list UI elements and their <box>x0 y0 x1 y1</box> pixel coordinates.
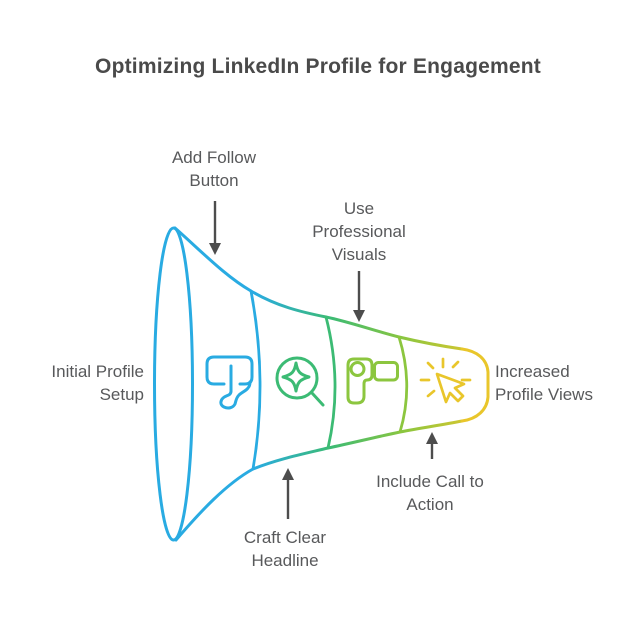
funnel-divider-1 <box>249 289 262 471</box>
label-increased-profile-views: Increased Profile Views <box>495 362 593 404</box>
label-include-call-to-action: Include Call to Action <box>376 472 484 514</box>
funnel-mouth-ellipse <box>153 226 194 542</box>
tap-icon <box>205 355 254 410</box>
funnel-bottom-edge <box>174 419 464 542</box>
funnel-divider-3 <box>397 335 409 434</box>
video-camera-icon <box>346 357 399 405</box>
label-use-professional-visuals: Use Professional Visuals <box>312 199 406 264</box>
magnifier-sparkle-icon <box>275 356 325 407</box>
label-add-follow-button: Add Follow Button <box>171 148 257 190</box>
cursor-click-icon <box>419 357 472 404</box>
page-title: Optimizing LinkedIn Profile for Engageme… <box>95 55 541 78</box>
funnel-divider-2 <box>324 315 337 450</box>
funnel-outlet-cap <box>460 347 490 423</box>
label-craft-clear-headline: Craft Clear Headline <box>243 528 327 570</box>
label-initial-profile-setup: Initial Profile Setup <box>51 362 144 404</box>
